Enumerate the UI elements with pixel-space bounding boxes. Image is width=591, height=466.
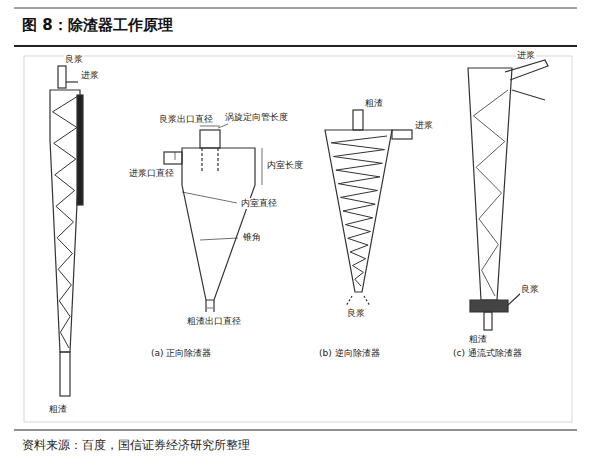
part-label: 进浆 (80, 70, 100, 81)
sub-caption: (b) 逆向除渣器 (318, 348, 381, 359)
part-label: 进浆 (414, 120, 434, 131)
part-label: 锥角 (242, 232, 262, 243)
part-label: 粗渣 (364, 98, 384, 109)
part-label: 良浆出口直径 (158, 114, 214, 125)
part-label: 内室直径 (240, 198, 278, 209)
part-label: 内室长度 (266, 160, 304, 171)
part-label: 粗渣 (48, 404, 68, 415)
part-label: 粗渣出口直径 (186, 316, 242, 327)
vortex-spiral (331, 136, 387, 286)
part-label: 良浆 (520, 284, 540, 295)
sub-caption: (a) 正向除渣器 (150, 348, 212, 359)
part-label: 粗渣 (468, 334, 488, 345)
source-caption: 资料来源：百度，国信证券经济研究所整理 (22, 437, 250, 454)
part-label: 良浆 (64, 54, 84, 65)
vortex-spiral (473, 90, 508, 296)
sub-caption: (c) 通流式除渣器 (452, 348, 523, 359)
figure-title: 图 8：除渣器工作原理 (22, 16, 173, 35)
vortex-spiral (53, 96, 78, 348)
part-label: 良浆 (346, 308, 366, 319)
part-label: 进浆口直径 (128, 168, 175, 179)
part-label: 进浆 (516, 50, 536, 61)
part-label: 涡旋定向管长度 (224, 112, 289, 123)
